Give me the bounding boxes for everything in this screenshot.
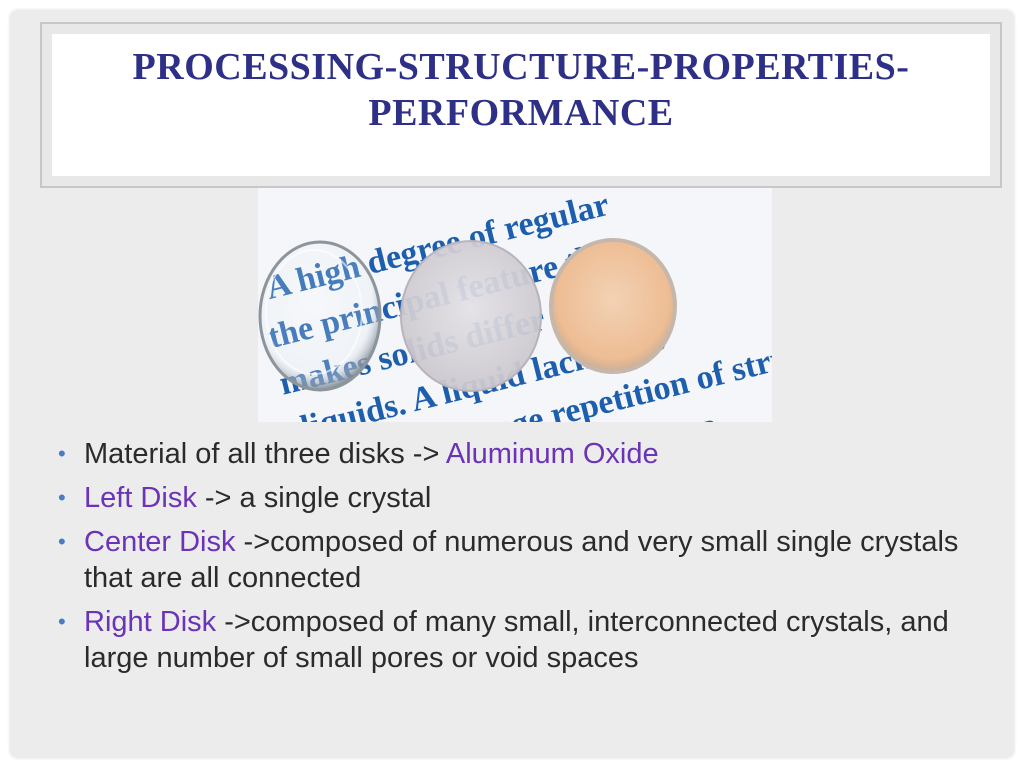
bullet-highlight: Right Disk	[84, 606, 217, 638]
center-disk	[400, 240, 542, 392]
slide-title: PROCESSING-STRUCTURE-PROPERTIES- PERFORM…	[52, 44, 990, 136]
title-line-2: PERFORMANCE	[368, 92, 674, 134]
bullet-text-rest: -> a single crystal	[196, 482, 432, 514]
bullet-dot-icon: •	[58, 529, 66, 554]
bullet-text: Material of all three disks ->	[84, 438, 446, 470]
bullet-item: • Left Disk -> a single crystal	[58, 480, 998, 516]
bullet-text-rest: ->composed of many small, interconnected…	[84, 606, 949, 674]
bullet-highlight: Center Disk	[84, 526, 236, 558]
title-line-1: PROCESSING-STRUCTURE-PROPERTIES-	[132, 46, 910, 88]
bullet-dot-icon: •	[58, 441, 66, 466]
bullet-dot-icon: •	[58, 485, 66, 510]
alumina-disks-photo: A high degree of regular the principal f…	[258, 188, 772, 422]
bullet-item: • Right Disk ->composed of many small, i…	[58, 604, 998, 676]
title-box: PROCESSING-STRUCTURE-PROPERTIES- PERFORM…	[52, 34, 990, 176]
bullet-item: • Material of all three disks -> Aluminu…	[58, 436, 998, 472]
bullet-item: • Center Disk ->composed of numerous and…	[58, 524, 998, 596]
slide: PROCESSING-STRUCTURE-PROPERTIES- PERFORM…	[10, 10, 1014, 758]
title-frame: PROCESSING-STRUCTURE-PROPERTIES- PERFORM…	[40, 22, 1002, 188]
bullet-text-rest: ->composed of numerous and very small si…	[84, 526, 959, 594]
bullet-highlight: Aluminum Oxide	[445, 438, 659, 470]
bullet-highlight: Left Disk	[84, 482, 197, 514]
bullet-dot-icon: •	[58, 609, 66, 634]
bullet-list: • Material of all three disks -> Aluminu…	[58, 436, 998, 684]
right-disk	[549, 238, 677, 374]
